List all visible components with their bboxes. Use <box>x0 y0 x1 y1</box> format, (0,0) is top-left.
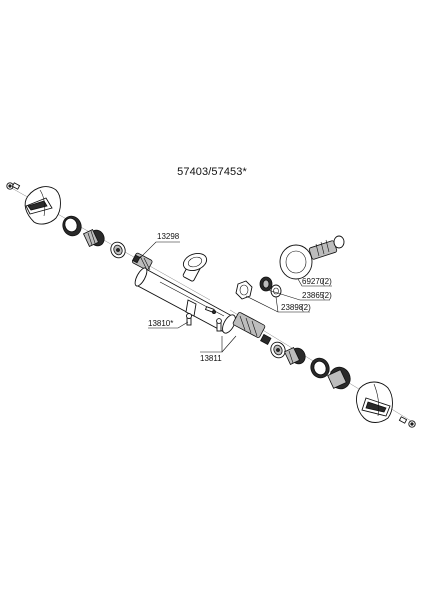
leader-69270 <box>297 278 332 287</box>
left-end-screw <box>6 182 21 190</box>
right-ribbed-nut <box>283 347 306 365</box>
wall-flange-rosette <box>279 244 313 280</box>
right-large-ring <box>310 357 330 379</box>
union-nut-23865 <box>259 276 273 292</box>
s-union-connector <box>308 235 345 260</box>
label-13298: 13298 <box>157 232 180 241</box>
right-cartridge <box>232 312 272 345</box>
leader-23898-b <box>275 296 279 313</box>
leader-23865 <box>267 289 330 301</box>
leader-13810 <box>148 321 189 329</box>
left-toothed-washer <box>110 241 126 259</box>
right-end-screw <box>398 416 416 428</box>
washer-23898 <box>270 284 282 298</box>
left-ribbed-nut <box>82 229 105 247</box>
leader-13811 <box>200 336 223 353</box>
label-13811: 13811 <box>200 354 222 363</box>
label-23865-qty: (2) <box>322 291 332 300</box>
label-23898-qty: (2) <box>301 303 311 312</box>
page-title: 57403/57453* <box>177 166 247 178</box>
small-check-screw <box>204 306 216 314</box>
right-toothed-washer <box>270 341 286 359</box>
label-13810: 13810* <box>148 319 173 328</box>
left-large-ring <box>62 215 82 237</box>
leader-13298 <box>139 241 180 259</box>
label-23898: 23898 <box>281 303 304 312</box>
left-handle <box>24 186 61 225</box>
label-69270: 69270 <box>302 277 325 286</box>
label-69270-qty: (2) <box>322 277 332 286</box>
left-cartridge <box>132 252 153 271</box>
hex-nut <box>235 280 253 300</box>
mixer-body <box>134 252 236 334</box>
label-23865: 23865 <box>302 291 325 300</box>
leader-13811-b <box>221 335 237 353</box>
small-fitting-13811 <box>216 318 222 332</box>
right-adapter-sleeve <box>327 366 351 390</box>
right-handle <box>356 381 393 423</box>
bottom-screw-13810 <box>186 313 192 326</box>
